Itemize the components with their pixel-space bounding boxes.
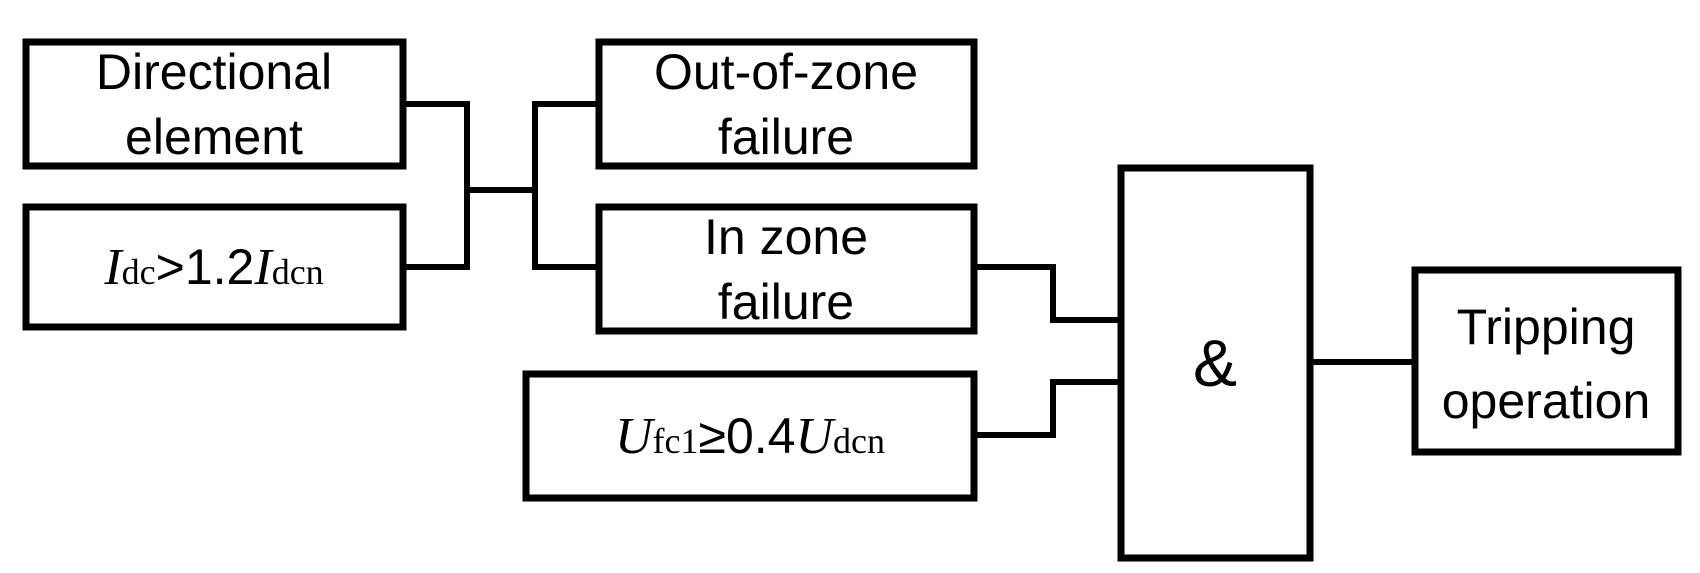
in-zone-line1: In zone <box>704 209 868 265</box>
wire-voltage-to-and <box>971 379 1124 438</box>
connectors <box>400 101 1418 438</box>
in-zone-line2: failure <box>718 274 854 330</box>
current-condition-text: Idc>1.2Idcn <box>103 239 323 296</box>
out-of-zone-failure-block: Out-of-zone failure <box>595 38 978 170</box>
wire-bus-to-outzone <box>532 101 602 193</box>
wire-current-to-junction <box>400 187 470 270</box>
in-zone-failure-block: In zone failure <box>595 203 978 335</box>
wire-directional-to-junction <box>400 101 470 193</box>
directional-line2: element <box>125 109 303 165</box>
out-zone-line1: Out-of-zone <box>654 44 918 100</box>
directional-line1: Directional <box>96 44 332 100</box>
wire-inzone-to-and <box>971 264 1124 323</box>
out-zone-line2: failure <box>718 109 854 165</box>
directional-element-block: Directional element <box>22 38 407 170</box>
voltage-condition-text: Ufc1≥0.4Udcn <box>615 408 885 465</box>
and-gate-block: & <box>1117 164 1314 562</box>
wire-bus-to-inzone <box>532 187 602 270</box>
current-condition-block: Idc>1.2Idcn <box>22 203 407 331</box>
trip-line2: operation <box>1442 373 1651 429</box>
tripping-operation-block: Tripping operation <box>1411 266 1682 456</box>
trip-line1: Tripping <box>1457 299 1636 355</box>
voltage-condition-block: Ufc1≥0.4Udcn <box>522 370 978 502</box>
and-gate-symbol: & <box>1193 326 1237 400</box>
